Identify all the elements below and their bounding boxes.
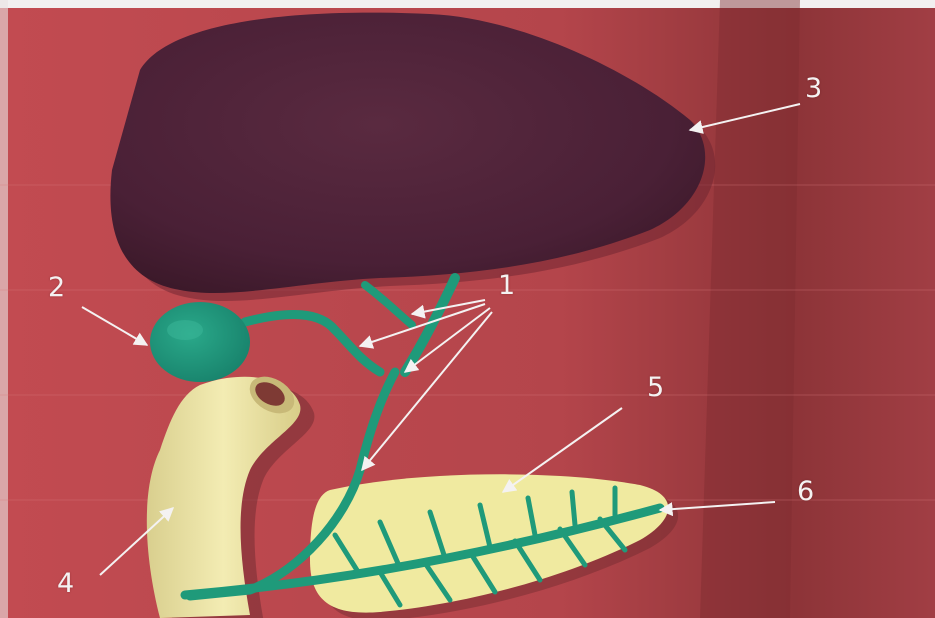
label-1: 1: [498, 272, 515, 299]
label-2: 2: [48, 274, 65, 301]
label-5: 5: [647, 374, 664, 401]
label-6: 6: [797, 478, 814, 505]
gallbladder: [150, 302, 250, 382]
label-3: 3: [805, 75, 822, 102]
label-4: 4: [57, 570, 74, 597]
